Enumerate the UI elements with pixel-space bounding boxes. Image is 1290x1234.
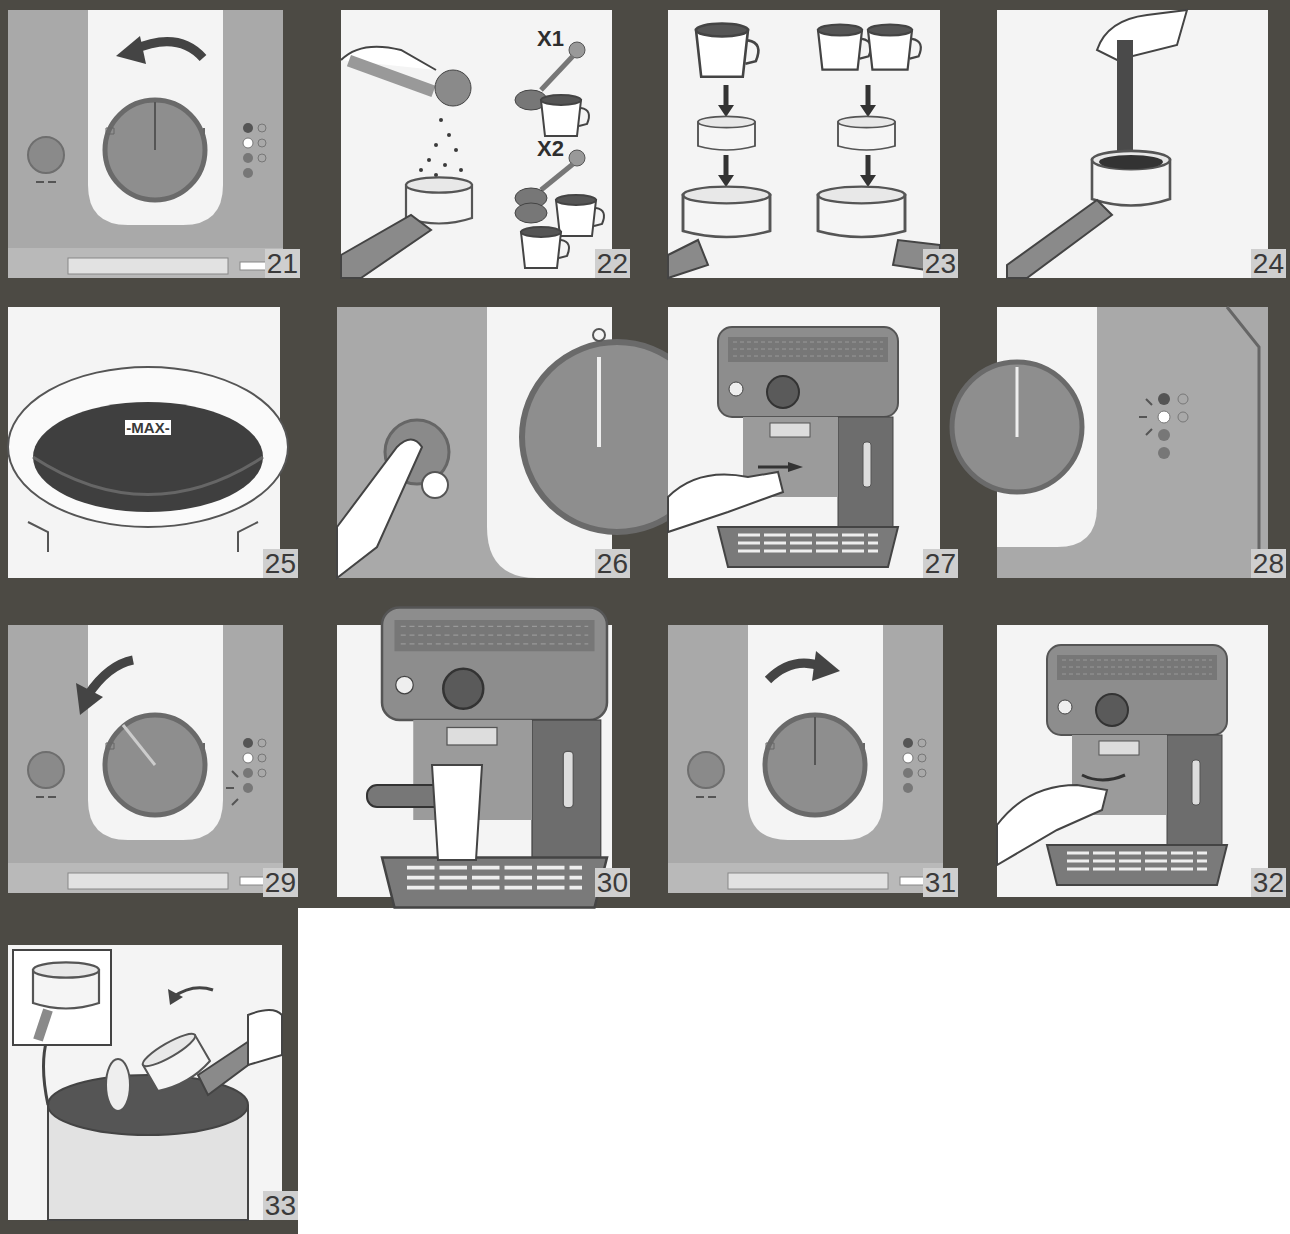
step-number: 22: [595, 249, 630, 278]
step-number: 28: [1251, 549, 1286, 578]
step-number: 26: [595, 549, 630, 578]
step-number: 21: [265, 249, 300, 278]
quantity-label: X2: [537, 138, 564, 160]
step-number: 33: [263, 1191, 298, 1220]
step-number: 29: [263, 868, 298, 897]
step-number: 25: [263, 549, 298, 578]
quantity-label: X1: [537, 28, 564, 50]
step-number: 30: [595, 868, 630, 897]
step-number: 32: [1251, 868, 1286, 897]
step-number: 24: [1251, 249, 1286, 278]
step-number: 27: [923, 549, 958, 578]
step-number: 23: [923, 249, 958, 278]
max-fill-mark: -MAX-: [125, 420, 170, 435]
step-number: 31: [923, 868, 958, 897]
